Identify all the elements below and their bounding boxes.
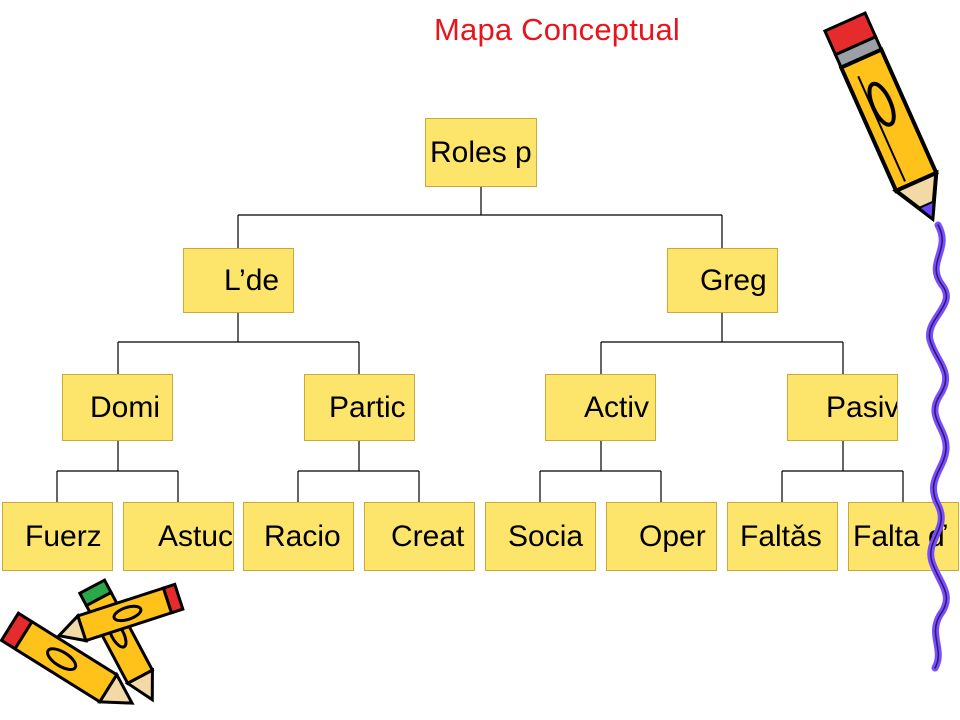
node-level1-left: L’de [183,248,294,313]
node-level3-oper: Oper [606,502,717,571]
node-level3-racio-label: Racio [264,519,341,553]
node-level3-creat: Creat [364,502,475,571]
node-root: Roles p [425,118,537,187]
node-level3-oper-label: Oper [639,519,706,553]
node-level3-falta-2-label: Falta ď [853,519,947,553]
node-level2-partic-label: Partic [329,390,406,424]
node-level2-activ-label: Activ [584,390,650,424]
node-level3-racio: Racio [243,502,354,571]
node-level2-pasiv: Pasiv [787,374,898,441]
node-level3-socia-label: Socia [508,519,584,553]
node-level2-partic: Partic [304,374,415,441]
node-level3-falta-1-label: Faltǎs [740,519,822,553]
node-level3-astuc-label: Astuc [158,519,234,553]
node-level3-astuc: Astuc [123,502,234,571]
node-level3-falta-1: Faltǎs [727,502,838,571]
node-level2-pasiv-label: Pasiv [826,390,898,424]
page-title: Mapa Conceptual [434,12,680,47]
node-level3-socia: Socia [485,502,596,571]
node-level3-falta-2: Falta ď [848,502,959,571]
node-level1-right: Greg [667,248,778,313]
node-level2-domi: Domi [62,374,173,441]
node-level1-right-label: Greg [700,263,767,297]
node-level2-domi-label: Domi [90,390,161,424]
node-level3-creat-label: Creat [391,519,465,553]
node-level2-activ: Activ [545,374,656,441]
node-root-label: Roles p [430,135,532,169]
node-level3-fuerz-label: Fuerz [25,519,102,553]
node-level3-fuerz: Fuerz [2,502,113,571]
node-level1-left-label: L’de [224,263,280,297]
